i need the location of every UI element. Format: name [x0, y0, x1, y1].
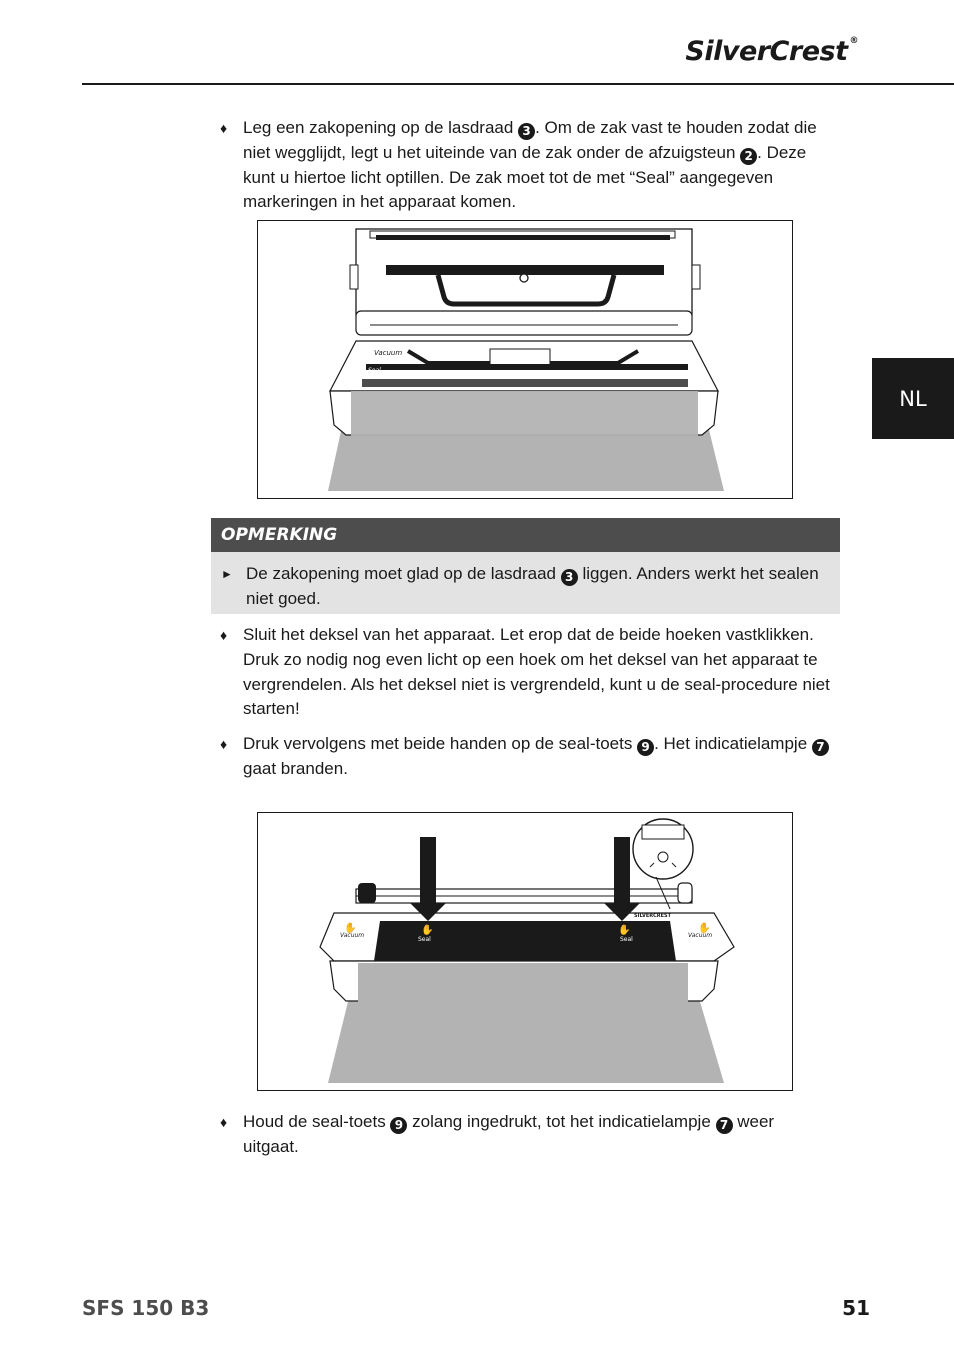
seal-button-label: Seal	[418, 936, 431, 943]
seal-marking-label: Seal	[368, 367, 381, 374]
ref-number-badge: 9	[637, 739, 655, 756]
footer-model-number: SFS 150 B3	[82, 1296, 210, 1320]
device-brand-label: SILVERCREST	[634, 913, 672, 919]
bullet-diamond-icon: ♦	[220, 120, 228, 136]
brand-logo: SilverCrest®	[685, 36, 858, 67]
hand-icon: ✋	[698, 921, 710, 934]
vacuum-button-label: Vacuum	[688, 932, 712, 939]
ref-number-badge: 9	[390, 1117, 408, 1134]
seal-button-label: Seal	[620, 936, 633, 943]
language-tab: NL	[872, 358, 954, 439]
arrow-down-icon	[420, 837, 436, 903]
header-rule	[82, 83, 954, 85]
seal-wire-strip	[366, 364, 688, 370]
hand-icon: ✋	[618, 923, 630, 936]
device-closed-illustration: ✋ ✋ ✋ ✋ Vacuum Seal Seal Vacuum SILVERCR…	[319, 818, 735, 1083]
device-hinge	[355, 310, 693, 336]
vacuum-marking-label: Vacuum	[374, 349, 402, 357]
registered-mark: ®	[849, 36, 859, 46]
ref-number-badge: 3	[518, 123, 536, 140]
hand-icon: ✋	[421, 923, 433, 936]
indicator-lamp-icon	[657, 851, 669, 863]
device-open-illustration: Vacuum Seal	[328, 228, 724, 491]
lid-seal-bar	[386, 265, 664, 275]
arrow-down-icon	[614, 837, 630, 903]
page-number: 51	[842, 1296, 870, 1320]
instruction-text: Druk vervolgens met beide handen op de s…	[243, 732, 832, 782]
device-front-panel	[374, 921, 676, 961]
ref-number-badge: 2	[740, 147, 758, 165]
instruction-step-4: ♦ Houd de seal-toets 9 zolang ingedrukt,…	[220, 1110, 832, 1160]
instruction-step-2: ♦ Sluit het deksel van het apparaat. Let…	[220, 623, 832, 722]
instruction-text: Leg een zakopening op de lasdraad 3. Om …	[243, 118, 817, 212]
figure-device-closed: ✋ ✋ ✋ ✋ Vacuum Seal Seal Vacuum SILVERCR…	[257, 812, 793, 1091]
figure-device-open: Vacuum Seal	[257, 220, 793, 499]
vacuum-button-label: Vacuum	[340, 932, 364, 939]
instruction-text: Sluit het deksel van het apparaat. Let e…	[243, 625, 830, 719]
ref-number-badge: 7	[715, 1117, 733, 1134]
brand-name: SilverCrest	[685, 36, 848, 67]
bullet-diamond-icon: ♦	[220, 1114, 228, 1130]
ref-number-badge: 3	[560, 569, 578, 586]
bullet-diamond-icon: ♦	[220, 627, 228, 643]
bullet-diamond-icon: ♦	[220, 736, 228, 752]
note-body: ► De zakopening moet glad op de lasdraad…	[211, 552, 840, 614]
hand-icon: ✋	[344, 921, 356, 934]
note-heading: OPMERKING	[211, 518, 840, 552]
instruction-text: Houd de seal-toets 9 zolang ingedrukt, t…	[243, 1112, 775, 1156]
instruction-step-1: ♦ Leg een zakopening op de lasdraad 3. O…	[220, 116, 832, 215]
ref-number-badge: 7	[811, 739, 829, 756]
note-arrow-icon: ►	[221, 567, 233, 581]
instruction-step-3: ♦ Druk vervolgens met beide handen op de…	[220, 732, 832, 782]
